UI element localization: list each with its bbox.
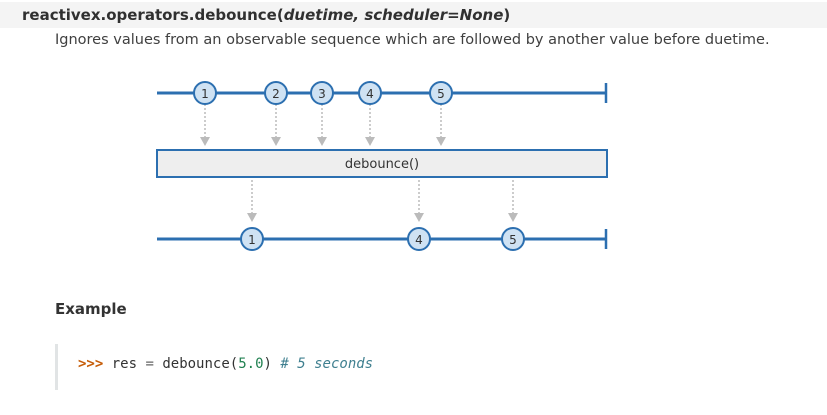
marble-diagram: 1 2 3 4 5 debounce() 1 4 5	[156, 81, 608, 251]
code-close-paren: )	[263, 356, 272, 372]
signature-name: reactivex.operators.debounce(	[22, 6, 284, 24]
code-prompt: >>>	[78, 356, 104, 372]
input-marble: 2	[264, 81, 288, 105]
signature-params: duetime, scheduler=None	[283, 6, 504, 24]
input-marble: 4	[358, 81, 382, 105]
input-marble: 5	[429, 81, 453, 105]
output-marble: 5	[501, 227, 525, 251]
output-arrowhead	[508, 213, 518, 222]
input-arrowhead	[200, 137, 210, 146]
marble-label: 5	[437, 87, 445, 101]
operator-label: debounce()	[345, 157, 419, 172]
marble-label: 3	[318, 87, 326, 101]
marble-label: 1	[201, 87, 209, 101]
marble-label: 4	[366, 87, 374, 101]
function-description: Ignores values from an observable sequen…	[55, 32, 770, 48]
output-arrowhead	[247, 213, 257, 222]
example-heading: Example	[55, 300, 127, 318]
input-arrowhead	[436, 137, 446, 146]
code-func: debounce	[162, 356, 230, 372]
marble-label: 4	[415, 233, 423, 247]
code-var: res	[111, 356, 138, 372]
input-marble: 1	[193, 81, 217, 105]
operator-box	[156, 149, 608, 178]
code-arg: 5.0	[238, 356, 264, 372]
code-open-paren: (	[229, 356, 239, 372]
code-operator: =	[145, 356, 154, 372]
marble-label: 5	[509, 233, 517, 247]
code-example[interactable]: >>> res = debounce(5.0) # 5 seconds	[55, 344, 695, 390]
function-signature: reactivex.operators.debounce(duetime, sc…	[0, 2, 827, 28]
code-comment: # 5 seconds	[280, 356, 374, 372]
marble-label: 1	[248, 233, 256, 247]
marble-label: 2	[272, 87, 280, 101]
input-arrowhead	[365, 137, 375, 146]
input-arrowhead	[317, 137, 327, 146]
output-marble: 4	[407, 227, 431, 251]
output-arrowhead	[414, 213, 424, 222]
input-arrowhead	[271, 137, 281, 146]
output-marble: 1	[240, 227, 264, 251]
signature-close: )	[503, 6, 511, 24]
input-marble: 3	[310, 81, 334, 105]
